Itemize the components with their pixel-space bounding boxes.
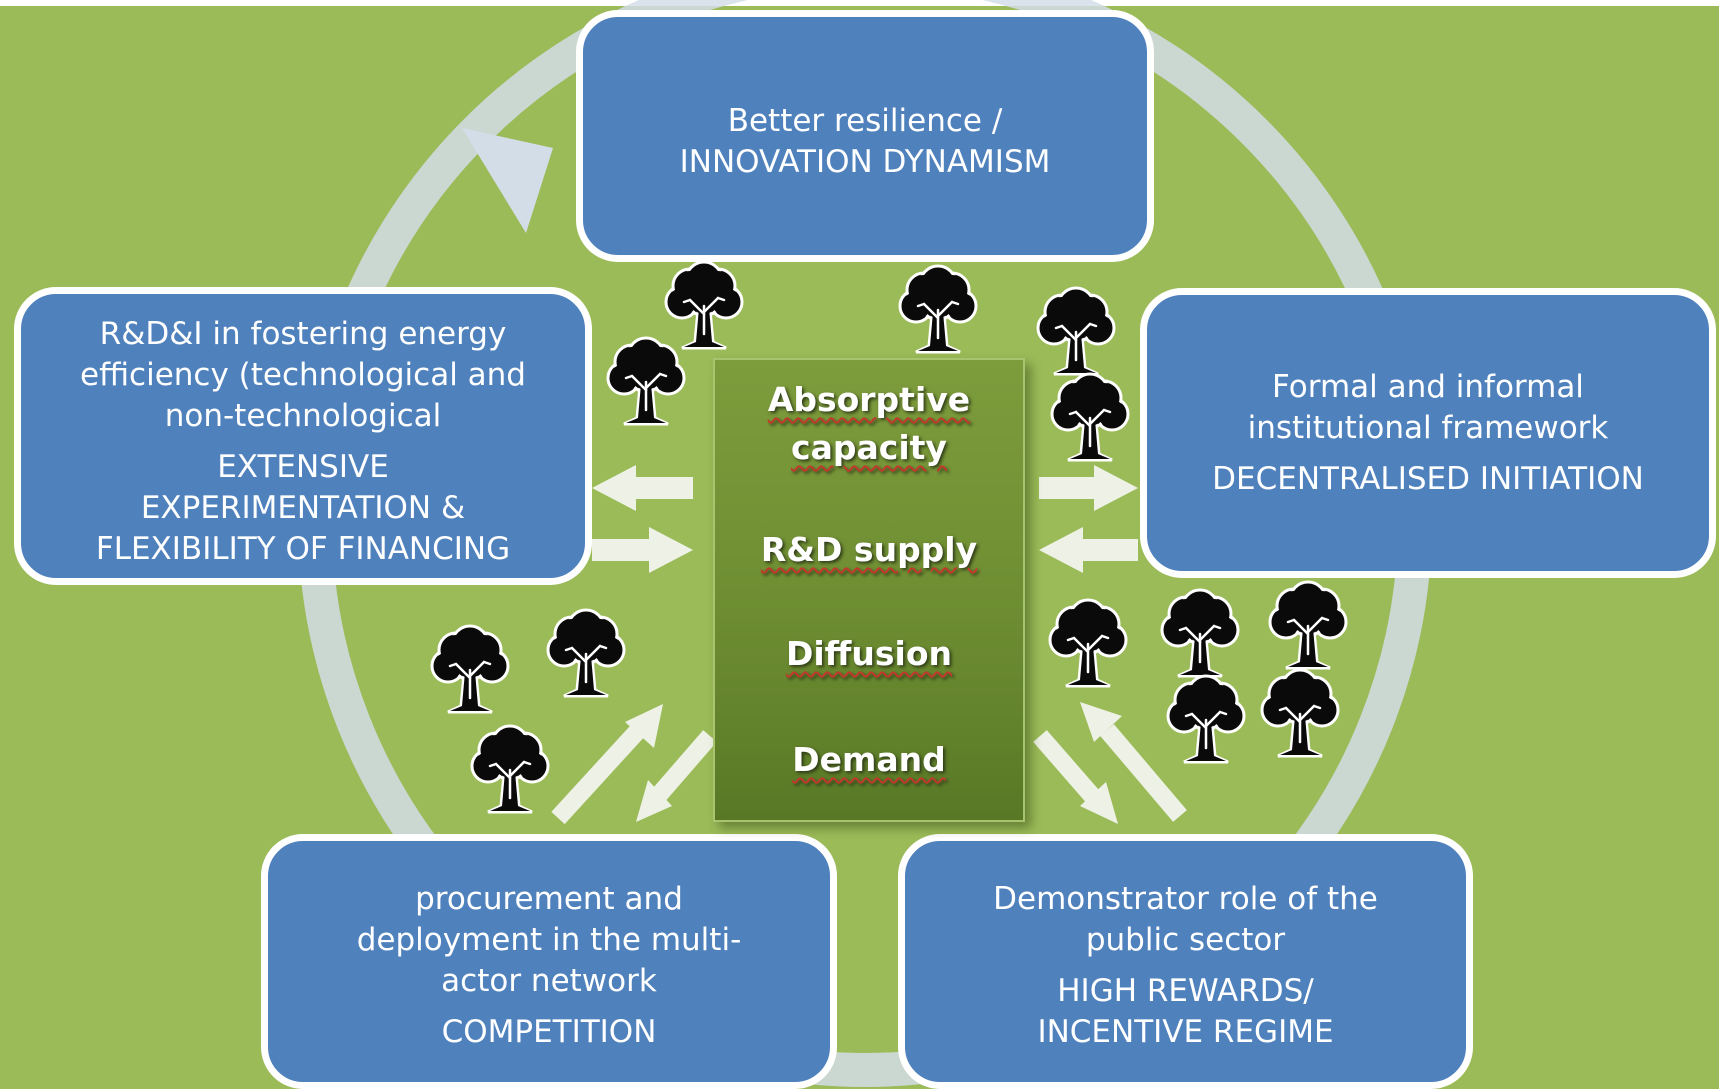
center-label-demand: Demand [792, 740, 946, 779]
box-bottom-left-description: procurement and deployment in the multi-… [356, 881, 742, 999]
arrow-center-to-bottom-left [651, 730, 717, 802]
tree-icon [664, 260, 744, 350]
tree-icon [1048, 598, 1128, 688]
tree-icon [1050, 372, 1130, 462]
arrow-left-to-center [592, 527, 693, 573]
center-label-rd-supply: R&D supply [760, 530, 978, 569]
arrowhead-up-bottom-left [625, 704, 663, 748]
tree-icon [1036, 286, 1116, 376]
center-box: Absorptive capacity R&D supply Diffusion… [713, 358, 1025, 822]
arrowhead-up-bottom-right [1080, 702, 1122, 742]
cycle-arrowhead-icon [462, 128, 553, 233]
tree-icon [546, 608, 626, 698]
arrow-center-to-right [1039, 465, 1138, 511]
tree-icon [606, 336, 686, 426]
tree-icon [430, 624, 510, 714]
tree-icon [1166, 674, 1246, 764]
box-left-keyword: EXTENSIVE EXPERIMENTATION & FLEXIBILITY … [95, 449, 511, 567]
box-top-text: Better resilience / INNOVATION DYNAMISM [679, 103, 1051, 180]
box-institutional-framework: Formal and informal institutional framew… [1140, 288, 1716, 578]
box-bottom-right-keyword: HIGH REWARDS/ INCENTIVE REGIME [1037, 973, 1334, 1050]
box-right-description: Formal and informal institutional framew… [1247, 369, 1609, 446]
box-innovation-dynamism: Better resilience / INNOVATION DYNAMISM [576, 10, 1154, 262]
tree-icon [470, 724, 550, 814]
tree-icon [1260, 668, 1340, 758]
box-rdi-energy-efficiency: R&D&I in fostering energy efficiency (te… [14, 287, 592, 585]
arrowhead-down-bottom-left [636, 780, 672, 822]
arrow-center-to-bottom-right [1033, 730, 1101, 804]
box-bottom-left-keyword: COMPETITION [441, 1014, 657, 1050]
top-border-strip [0, 0, 1719, 6]
box-procurement-deployment: procurement and deployment in the multi-… [261, 834, 837, 1089]
arrow-center-to-left [592, 465, 693, 511]
arrow-right-to-center [1039, 527, 1138, 573]
box-bottom-right-description: Demonstrator role of the public sector [993, 881, 1378, 958]
box-demonstrator-role: Demonstrator role of the public sector H… [898, 834, 1473, 1089]
arrowhead-down-bottom-right [1080, 782, 1118, 824]
arrow-bottom-right-to-center [1100, 724, 1187, 822]
center-label-absorptive-capacity: Absorptive capacity [767, 380, 971, 467]
arrow-bottom-left-to-center [551, 718, 650, 825]
box-left-description: R&D&I in fostering energy efficiency (te… [80, 316, 526, 434]
center-label-diffusion: Diffusion [785, 634, 953, 673]
tree-icon [898, 264, 978, 354]
tree-icon [1160, 588, 1240, 678]
tree-icon [1268, 580, 1348, 670]
box-right-keyword: DECENTRALISED INITIATION [1212, 461, 1644, 497]
